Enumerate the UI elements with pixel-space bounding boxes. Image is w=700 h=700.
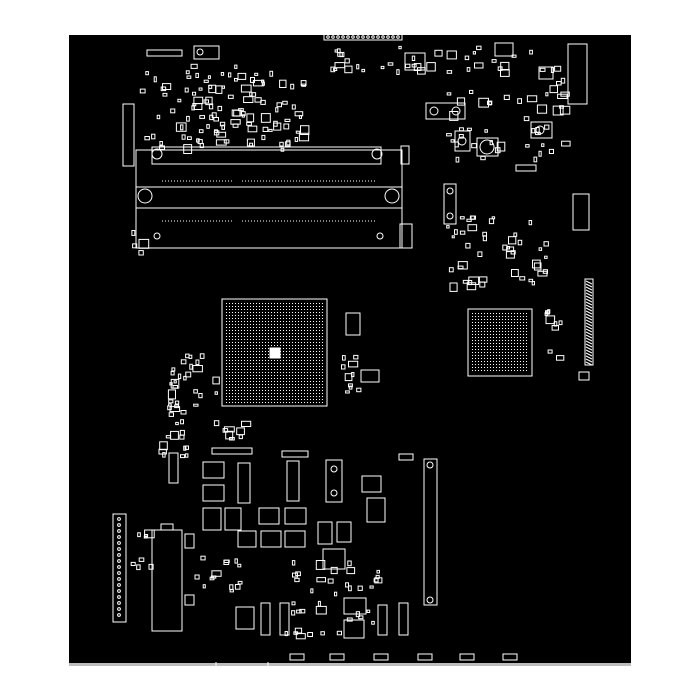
top-pin-header: [323, 33, 403, 41]
large-bga-chip: [221, 298, 328, 407]
memory-slot: [122, 103, 413, 249]
top-left-components: [146, 45, 410, 165]
smd-components: [130, 45, 571, 640]
pcb-board: [69, 35, 631, 663]
lower-chip: [151, 523, 183, 632]
right-hatched-connector: [584, 278, 594, 366]
board-bottom-edge: [69, 663, 631, 666]
small-rect-chips: [345, 312, 590, 383]
top-right-components: [404, 42, 590, 231]
lower-components: [168, 447, 414, 639]
left-vertical-header: [112, 513, 127, 623]
medium-bga-chip: [467, 308, 533, 377]
bottom-edge-pads: [289, 653, 518, 661]
middle-edge-connector: [423, 458, 438, 606]
